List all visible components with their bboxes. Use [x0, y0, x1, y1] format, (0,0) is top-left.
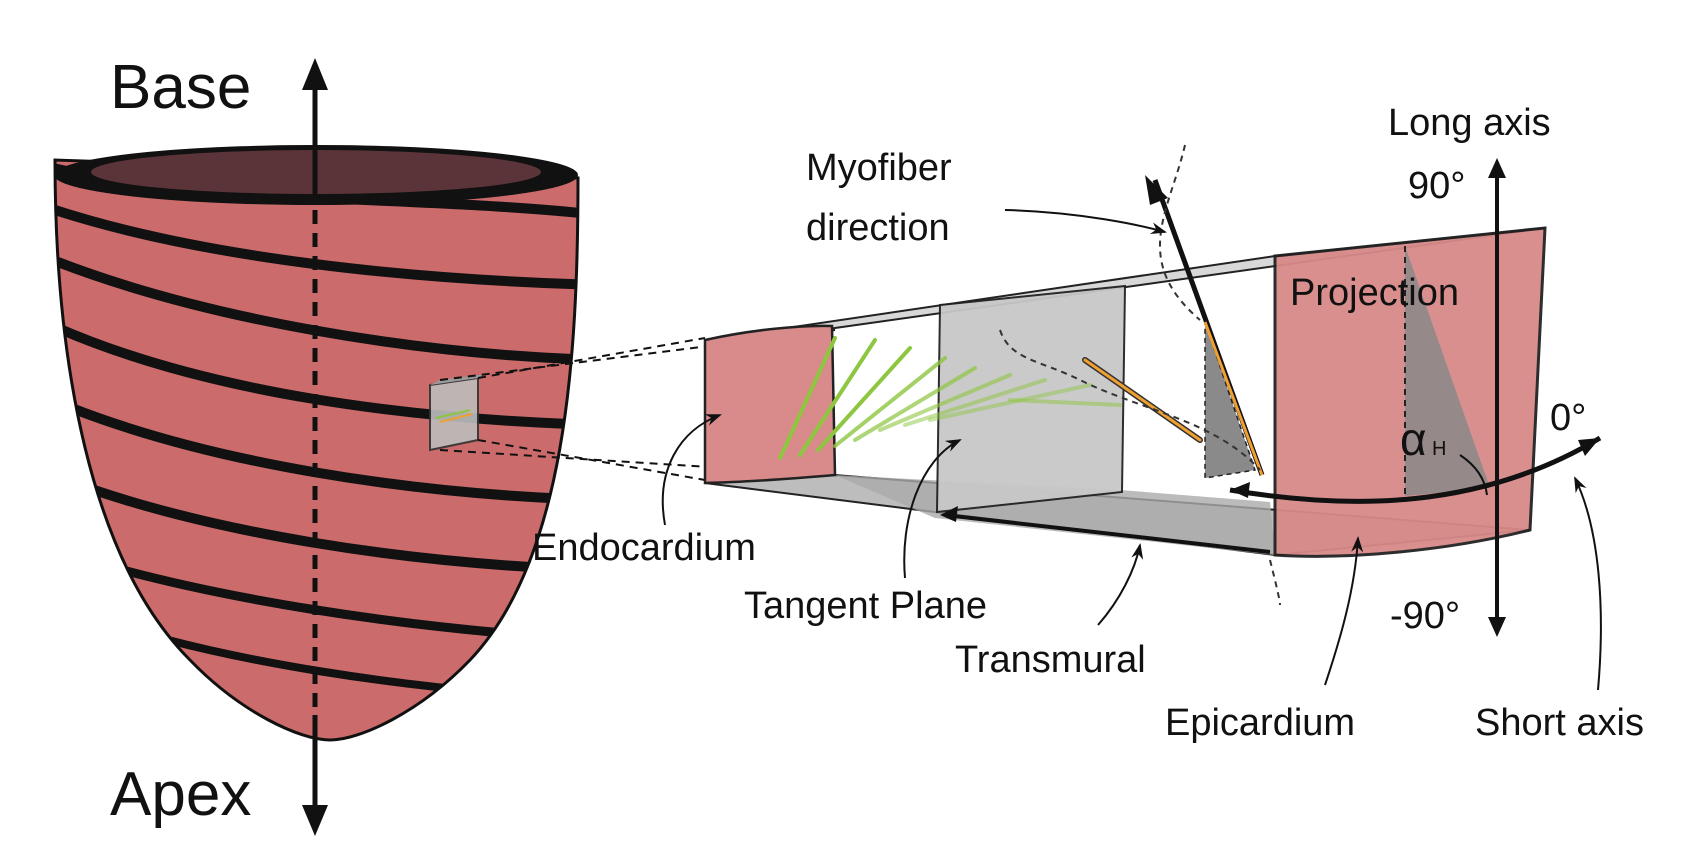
alpha-subscript-label: H [1432, 438, 1446, 460]
heart-ventricle [53, 58, 580, 836]
projection-triangle [1405, 246, 1490, 496]
transmural-label: Transmural [955, 639, 1146, 681]
fiber-lines-orange [1082, 357, 1203, 443]
apex-label: Apex [110, 760, 251, 829]
deg-0-label: 0° [1550, 397, 1586, 439]
fiber-lines-green [778, 336, 1122, 460]
tangent-plane-label: Tangent Plane [744, 585, 987, 627]
myofiber-label-line1: Myofiber [806, 147, 952, 189]
endocardium-face [703, 324, 837, 485]
long-axis-label: Long axis [1388, 102, 1551, 144]
alpha-label: α [1400, 413, 1427, 465]
myofiber-label-line2: direction [806, 207, 950, 249]
guide-dashed-upper [1159, 144, 1201, 321]
callout-arrows [661, 209, 1602, 691]
apex-arrow-head [302, 805, 328, 836]
myocardium-block [703, 144, 1602, 637]
projection-label: Projection [1290, 272, 1459, 314]
short-axis-curve [1229, 435, 1602, 504]
alpha-angle-arc [1459, 454, 1488, 496]
projection-wedge-inner [1204, 321, 1256, 479]
short-axis-label: Short axis [1475, 702, 1644, 744]
base-arrow-head [302, 58, 328, 90]
endocardium-label: Endocardium [532, 527, 756, 569]
tissue-sample-box [429, 374, 486, 452]
deg-neg90-label: -90° [1390, 595, 1460, 637]
deg-90-label: 90° [1408, 165, 1465, 207]
epicardium-label: Epicardium [1165, 702, 1355, 744]
transmural-arrow [944, 513, 1271, 554]
guide-dashed-lower [1269, 559, 1281, 606]
base-label: Base [110, 53, 251, 122]
guide-dashed-left [999, 329, 1261, 471]
